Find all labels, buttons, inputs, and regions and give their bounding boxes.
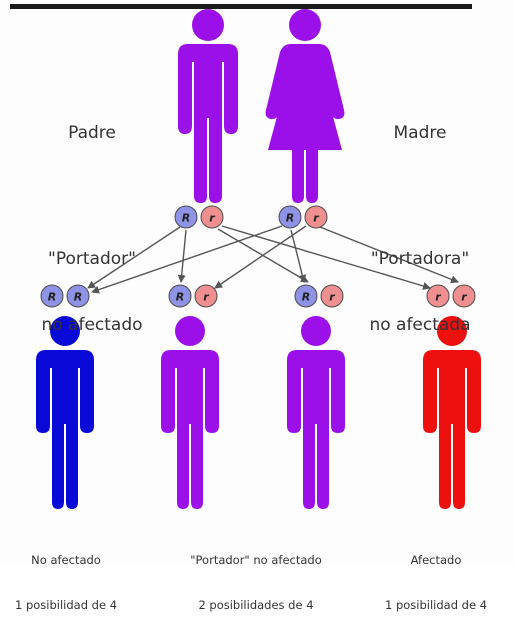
father-alleles: R r <box>174 205 224 229</box>
diagram-canvas: R r R r R R R r <box>10 4 481 509</box>
child-carrier-figure-1 <box>161 316 219 509</box>
caption-affected: Afectado 1 posibilidad de 4 <box>370 523 502 643</box>
mother-allele-2-label: r <box>313 212 319 225</box>
child-2-allele-1-label: R <box>176 291 184 304</box>
top-border-line <box>10 4 472 9</box>
child-affected-figure <box>423 316 481 509</box>
arrow-mother-r-to-child-4 <box>319 226 459 284</box>
inheritance-arrows <box>87 225 459 294</box>
child-1-allele-1-label: R <box>48 291 56 304</box>
caption-unaffected-line2: 1 posibilidad de 4 <box>14 598 118 612</box>
caption-unaffected-line1: No afectado <box>31 553 101 567</box>
father-allele-1-label: R <box>182 212 190 225</box>
child-3-alleles: R r <box>294 284 344 308</box>
child-4-allele-1-label: r <box>435 291 441 304</box>
child-2-alleles: R r <box>168 284 218 308</box>
caption-carrier: "Portador" no afectado 2 posibilidades d… <box>168 523 344 643</box>
caption-carrier-line2: 2 posibilidades de 4 <box>198 598 314 612</box>
mother-figure <box>265 9 345 203</box>
arrow-mother-R-to-child-3 <box>290 229 307 283</box>
child-rr-dominant-figure <box>36 316 94 509</box>
father-allele-2: r <box>200 205 224 229</box>
child-4-alleles: r r <box>426 284 476 308</box>
father-allele-2-label: r <box>209 212 215 225</box>
caption-unaffected: No afectado 1 posibilidad de 4 <box>4 523 128 643</box>
caption-affected-line1: Afectado <box>410 553 462 567</box>
mother-title: Madre <box>393 123 447 143</box>
arrow-father-R-to-child-1 <box>87 226 181 289</box>
caption-carrier-line1: "Portador" no afectado <box>190 553 322 567</box>
caption-affected-line2: 1 posibilidad de 4 <box>384 598 488 612</box>
child-1-alleles: R R <box>40 284 90 308</box>
arrow-mother-R-to-child-1 <box>91 225 283 294</box>
mother-allele-1: R <box>278 205 302 229</box>
child-3-allele-2-label: r <box>329 291 335 304</box>
father-status-line2: no afectado <box>41 315 143 335</box>
mother-allele-2: r <box>304 205 328 229</box>
father-status-line1: "Portador" <box>48 249 136 269</box>
mother-alleles: R r <box>278 205 328 229</box>
father-figure <box>178 9 238 203</box>
arrow-father-R-to-child-2 <box>177 229 187 283</box>
mother-allele-1-label: R <box>286 212 294 225</box>
child-1-allele-2-label: R <box>74 291 82 304</box>
mother-status-line2: no afectada <box>369 315 471 335</box>
arrow-mother-r-to-child-2 <box>214 225 307 289</box>
child-4-allele-2-label: r <box>461 291 467 304</box>
father-title: Padre <box>68 123 116 143</box>
father-allele-1: R <box>174 205 198 229</box>
mother-label-block: Madre "Portadora" no afectada <box>348 78 492 380</box>
father-label-block: Padre "Portador" no afectado <box>22 78 162 380</box>
inheritance-diagram: R r R r R R R r <box>10 4 492 612</box>
child-2-allele-2-label: r <box>203 291 209 304</box>
arrow-father-r-to-child-4 <box>221 225 431 290</box>
mother-status-line1: "Portadora" <box>370 249 470 269</box>
child-3-allele-1-label: R <box>302 291 310 304</box>
child-carrier-figure-2 <box>287 316 345 509</box>
